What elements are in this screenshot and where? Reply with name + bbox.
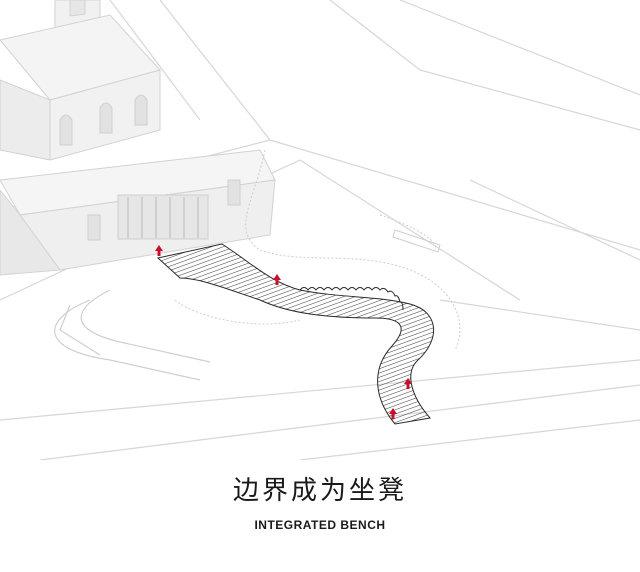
caption-chinese: 边界成为坐凳: [232, 476, 407, 506]
secondary-bench: [392, 229, 441, 253]
entrance-marker-icon: [155, 245, 412, 419]
historic-building: [0, 0, 276, 276]
axonometric-drawing: [0, 0, 640, 460]
planting-edge: [174, 149, 461, 351]
integrated-bench: [156, 243, 434, 425]
curved-walkway: [54, 289, 211, 381]
caption-english: INTEGRATED BENCH: [254, 518, 386, 532]
